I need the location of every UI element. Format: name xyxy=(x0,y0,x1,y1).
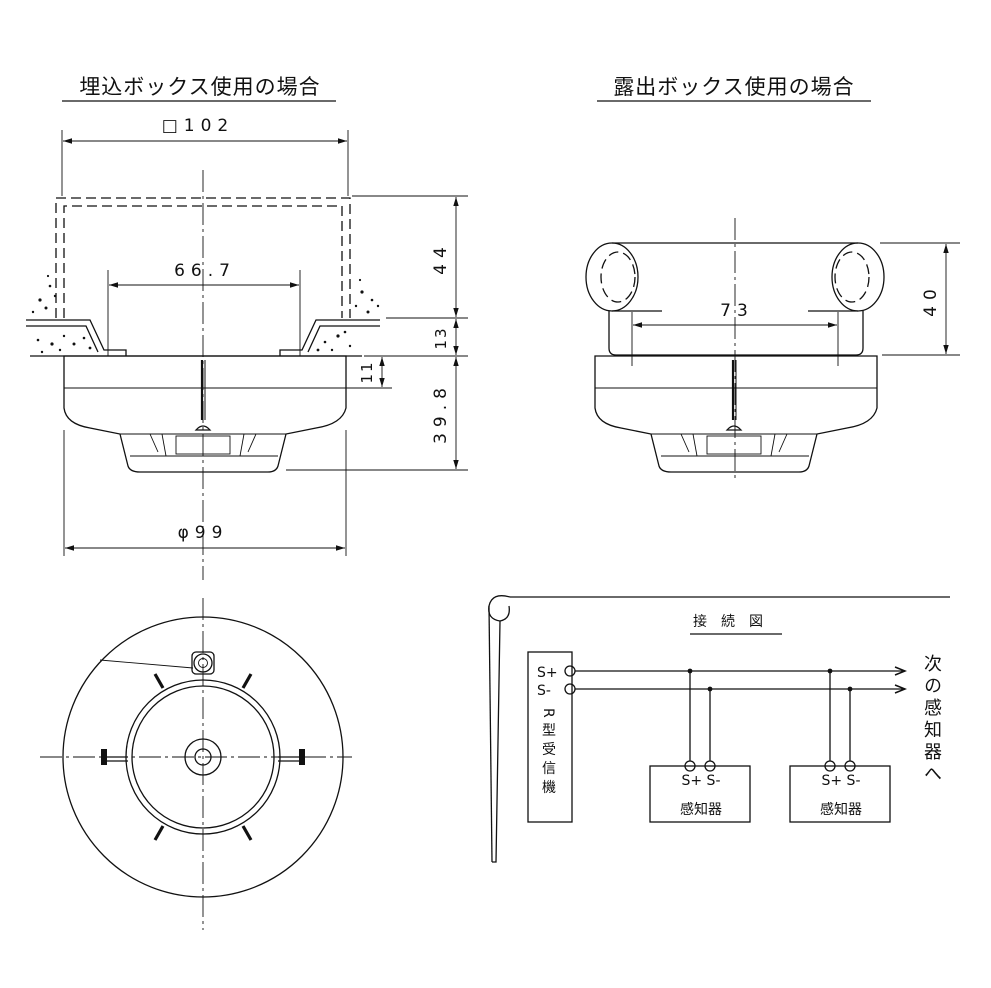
detector-1-terminal-minus-icon xyxy=(704,760,716,772)
flush-mount-view: 埋込ボックス使用の場合 □102 xyxy=(26,75,468,580)
detector-2-label: 感知器 xyxy=(820,801,862,818)
junction-dots xyxy=(687,668,853,692)
receiver-terminal-plus-icon xyxy=(564,665,576,677)
next-detector-label: 次の感知器へ xyxy=(921,654,942,786)
detector-2-terminal-plus-icon xyxy=(824,760,836,772)
receiver-box xyxy=(527,651,573,823)
wiring-title: 接続図 xyxy=(693,613,777,630)
flush-view-title: 埋込ボックス使用の場合 xyxy=(79,75,320,99)
leader-line xyxy=(99,659,194,669)
frame-left-taper xyxy=(492,620,501,863)
frame-left-line xyxy=(488,605,493,863)
detector-drops xyxy=(689,671,851,761)
dim-text-398: 39.8 xyxy=(431,382,451,444)
dim-text-11: 11 xyxy=(358,360,376,383)
detector-1-label: 感知器 xyxy=(680,801,722,818)
detector-1-terminal-plus-icon xyxy=(684,760,696,772)
dim-text-44: 44 xyxy=(431,241,451,275)
dim-text-66: 66.7 xyxy=(174,261,236,281)
detector-2-terminals: S+ S- xyxy=(821,773,860,789)
frame-scroll xyxy=(488,595,511,622)
conduit-left-bore xyxy=(600,251,636,303)
dim-text-40: 40 xyxy=(921,283,941,317)
detector-1-terminals: S+ S- xyxy=(681,773,720,789)
exposed-view-title: 露出ボックス使用の場合 xyxy=(613,75,854,99)
detector-block-2: S+ S- 感知器 xyxy=(789,760,891,823)
dim-text-73: 73 xyxy=(720,301,754,321)
receiver-terminal-minus-icon xyxy=(564,683,576,695)
receiver-terminal-plus: S+ xyxy=(537,665,558,681)
detector-2-terminal-minus-icon xyxy=(844,760,856,772)
dim-text-dia-99: φ99 xyxy=(178,523,229,543)
receiver-label: R型受信機 xyxy=(540,708,556,799)
bottom-plan-view xyxy=(40,598,352,930)
detector-body xyxy=(63,355,347,473)
ceiling-flange-left-inner xyxy=(26,325,99,353)
detector-body-exposed xyxy=(594,355,878,473)
ceiling-flange-right xyxy=(279,319,380,356)
detector-screw-icon-exposed xyxy=(725,425,743,431)
detector-tabs xyxy=(153,673,253,841)
ceiling-flange-left xyxy=(26,319,127,356)
concrete-hatch-left xyxy=(31,274,92,354)
ceiling-flange-right-inner xyxy=(307,325,380,353)
detector-block-1: S+ S- 感知器 xyxy=(649,760,751,823)
receiver-terminal-minus: S- xyxy=(537,683,551,699)
detector-cap-slots-exposed xyxy=(680,433,788,457)
concrete-hatch-right xyxy=(316,278,380,352)
conduit-right-bore xyxy=(834,251,870,303)
exposed-mount-view: 露出ボックス使用の場合 73 40 xyxy=(585,75,960,482)
dim-text-box-102: □102 xyxy=(162,116,235,136)
dim-text-13: 13 xyxy=(432,326,450,349)
detector-screw-icon xyxy=(194,425,212,431)
exposed-box-body xyxy=(608,311,864,356)
embedded-box-outer xyxy=(55,197,351,318)
wiring-diagram: 接続図 S+ S- S+ S- 感知器 xyxy=(488,595,950,863)
